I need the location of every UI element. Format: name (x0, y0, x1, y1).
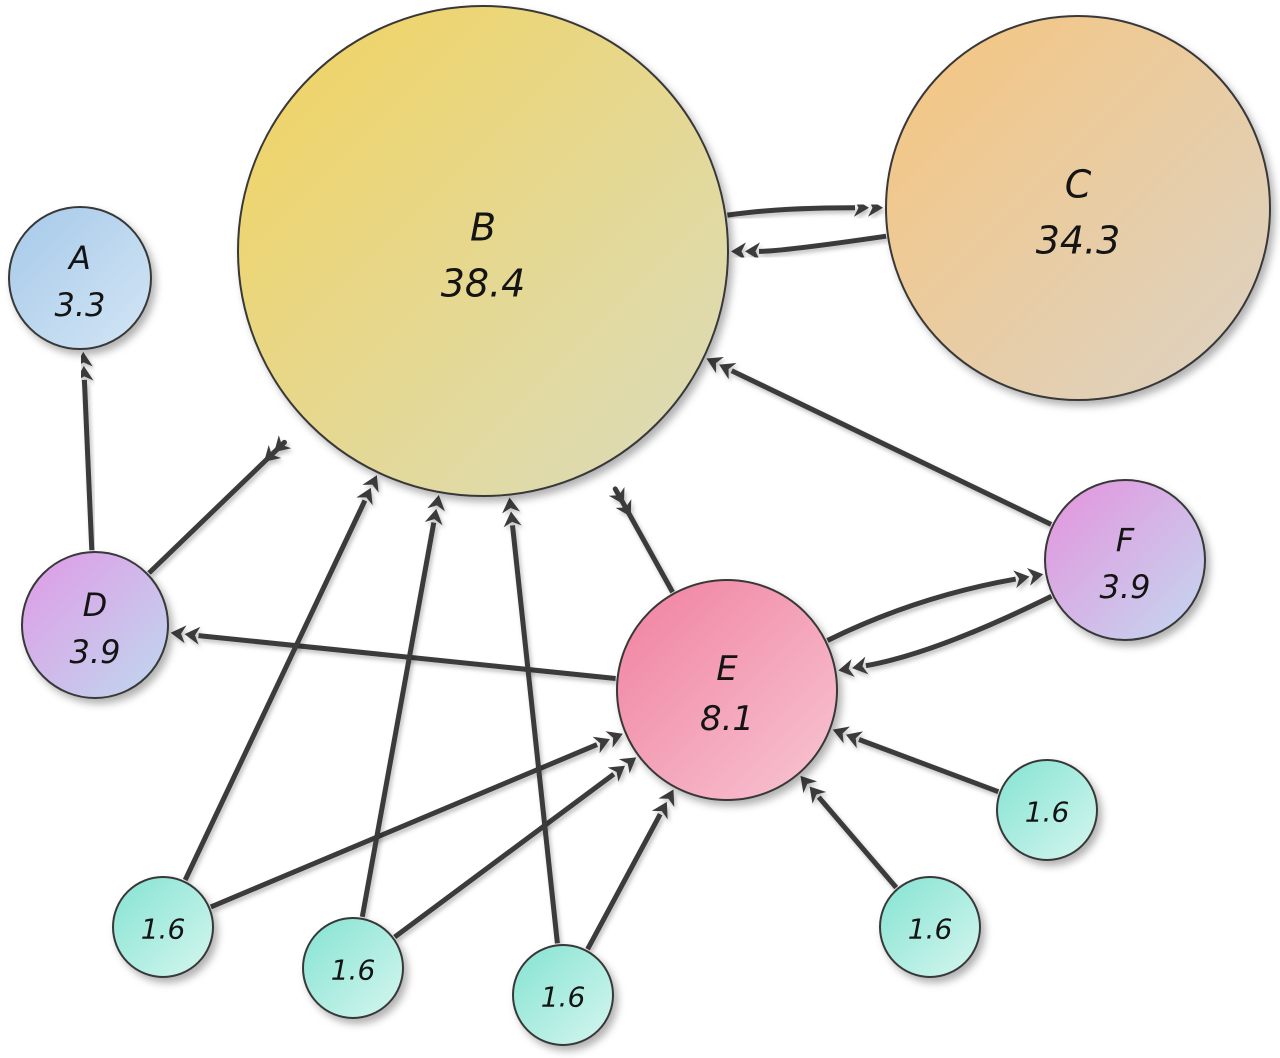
graph-node-p4-value: 1.6 (908, 913, 953, 946)
graph-node-p4-circle (879, 876, 981, 978)
graph-node-E-circle (616, 579, 838, 801)
edge-C-to-B-arrow (731, 233, 887, 261)
graph-node-B-value: 38.4 (441, 261, 526, 305)
edge-p5-to-E-arrow (832, 726, 1000, 795)
graph-node-p3: 1.6 (512, 944, 614, 1046)
edge-p3-to-E-arrow (585, 789, 675, 951)
graph-node-E-label: E (716, 649, 738, 689)
edge-D-to-B-arrow (147, 435, 292, 575)
edge-p4-to-E-arrow (800, 775, 899, 890)
graph-node-p3-value: 1.6 (541, 981, 586, 1014)
graph-node-F-label: F (1116, 521, 1135, 559)
graph-node-A: A 3.3 (8, 206, 152, 350)
edge-E-to-F-arrow (826, 567, 1044, 643)
graph-node-F-circle (1044, 479, 1206, 641)
graph-node-D: D 3.9 (21, 551, 169, 699)
edge-F-to-E-arrow (838, 594, 1053, 677)
edge-p2-to-E-arrow (393, 757, 637, 940)
graph-node-A-circle (8, 206, 152, 350)
graph-node-D-circle (21, 551, 169, 699)
edge-E-to-B-arrow (608, 486, 675, 594)
graph-node-C-value: 34.3 (1036, 218, 1121, 262)
graph-node-D-value: 3.9 (70, 633, 121, 671)
edge-F-to-B-arrow (706, 356, 1053, 527)
edge-p1-to-E-arrow (209, 731, 623, 910)
graph-node-C-circle (885, 15, 1271, 401)
graph-node-p5-value: 1.6 (1025, 796, 1070, 829)
edge-D-to-A-arrow (74, 351, 95, 551)
edges-layer (74, 198, 1053, 951)
edge-B-to-C-arrow (727, 198, 883, 218)
graph-node-B-label: B (470, 205, 496, 249)
graph-node-p1-value: 1.6 (141, 913, 186, 946)
graph-node-p5: 1.6 (996, 759, 1098, 861)
graph-node-p5-circle (996, 759, 1098, 861)
edge-p1-to-B-arrow (182, 475, 379, 882)
graph-node-p4: 1.6 (879, 876, 981, 978)
edge-p3-to-B-arrow (502, 497, 560, 944)
graph-node-A-value: 3.3 (55, 286, 106, 324)
graph-node-p3-circle (512, 944, 614, 1046)
graph-node-p1-circle (112, 876, 214, 978)
graph-node-F: F 3.9 (1044, 479, 1206, 641)
graph-node-F-value: 3.9 (1100, 568, 1151, 606)
edge-p2-to-B-arrow (359, 495, 445, 918)
graph-node-C: C 34.3 (885, 15, 1271, 401)
graph-node-p2-circle (302, 917, 404, 1019)
graph-node-A-label: A (67, 239, 91, 277)
graph-node-B: B 38.4 (237, 5, 729, 497)
graph-node-p2-value: 1.6 (331, 954, 376, 987)
graph-node-E-value: 8.1 (700, 699, 754, 739)
graph-node-p2: 1.6 (302, 917, 404, 1019)
graph-node-C-label: C (1065, 162, 1092, 206)
graph-node-D-label: D (83, 586, 108, 624)
graph-node-p1: 1.6 (112, 876, 214, 978)
graph-node-B-circle (237, 5, 729, 497)
graph-node-E: E 8.1 (616, 579, 838, 801)
